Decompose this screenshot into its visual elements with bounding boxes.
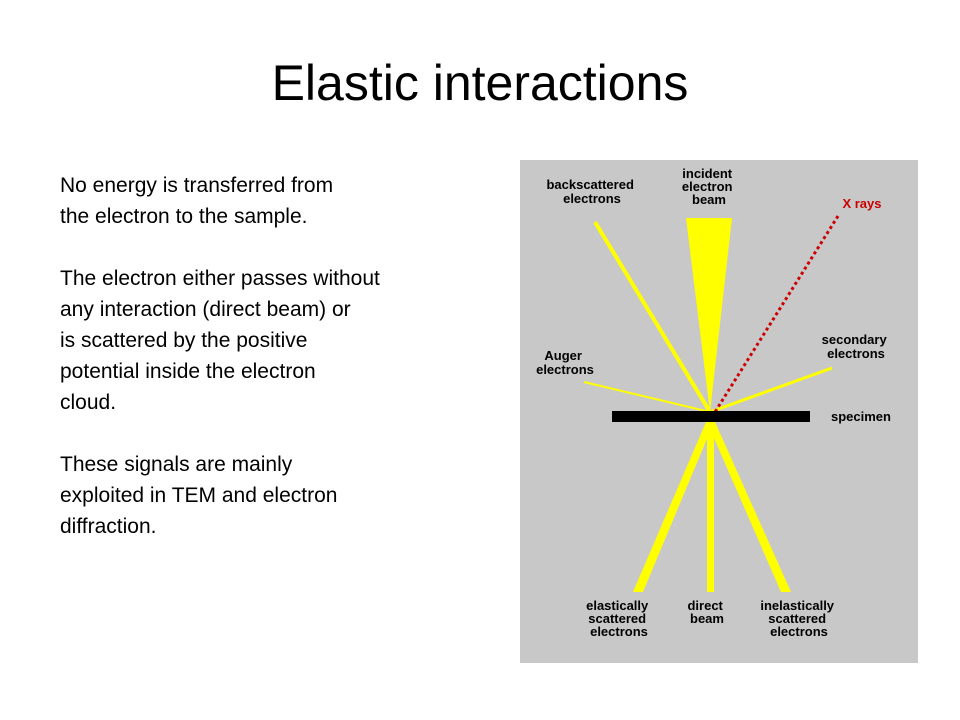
label-line: scattered (588, 611, 646, 626)
label-line: electrons (770, 624, 828, 639)
label-line: backscattered (546, 177, 633, 192)
text-line: potential inside the electron (60, 360, 316, 383)
inelastically-scattered-beam (707, 422, 791, 592)
diagram-svg: backscattered electrons incident electro… (520, 160, 918, 663)
secondary-electrons-line (709, 366, 833, 414)
body-text: No energy is transferred from the electr… (60, 170, 500, 573)
label-direct-beam: direct beam (687, 598, 726, 626)
label-backscattered-electrons: backscattered electrons (546, 177, 637, 206)
text-line: is scattered by the positive (60, 329, 308, 352)
label-line: Auger (544, 348, 582, 363)
text-line: The electron either passes without (60, 267, 380, 290)
text-line: cloud. (60, 391, 117, 414)
text-line: exploited in TEM and electron (60, 484, 338, 507)
elastically-scattered-beam (633, 422, 714, 592)
x-rays-line (713, 215, 840, 413)
text-line: any interaction (direct beam) or (60, 298, 351, 321)
label-line: scattered (768, 611, 826, 626)
label-line: electrons (590, 624, 648, 639)
label-line: electrons (563, 191, 621, 206)
label-line: secondary (822, 332, 888, 347)
label-line: elastically (586, 598, 649, 613)
label-line: beam (692, 192, 726, 207)
label-line: electrons (536, 362, 594, 377)
slide-title: Elastic interactions (271, 55, 689, 111)
text-line: No energy is transferred from (60, 174, 334, 197)
text-line: These signals are mainly (60, 453, 293, 476)
label-auger-electrons: Auger electrons (536, 348, 594, 377)
label-line: beam (690, 611, 724, 626)
label-secondary-electrons: secondary electrons (822, 332, 891, 361)
incident-beam (686, 218, 732, 412)
label-x-rays: X rays (842, 196, 881, 211)
label-specimen: specimen (831, 409, 891, 424)
label-elastically-scattered-electrons: elastically scattered electrons (586, 598, 652, 639)
paragraph-energy-transfer: No energy is transferred from the electr… (60, 170, 500, 232)
paragraph-signals: These signals are mainly exploited in TE… (60, 449, 500, 542)
label-incident-electron-beam: incident electron beam (682, 166, 736, 207)
auger-electrons-line (583, 381, 711, 413)
backscattered-electrons-line (593, 220, 712, 414)
specimen-bar (612, 411, 810, 422)
electron-interaction-diagram: backscattered electrons incident electro… (520, 160, 918, 663)
text-line: diffraction. (60, 515, 157, 538)
label-inelastically-scattered-electrons: inelastically scattered electrons (760, 598, 837, 639)
label-line: direct (687, 598, 723, 613)
label-line: incident (682, 166, 733, 181)
paragraph-scattering: The electron either passes without any i… (60, 263, 500, 418)
direct-beam (707, 422, 714, 592)
label-line: inelastically (760, 598, 834, 613)
label-line: electron (682, 179, 733, 194)
text-line: the electron to the sample. (60, 205, 308, 228)
label-line: electrons (827, 346, 885, 361)
